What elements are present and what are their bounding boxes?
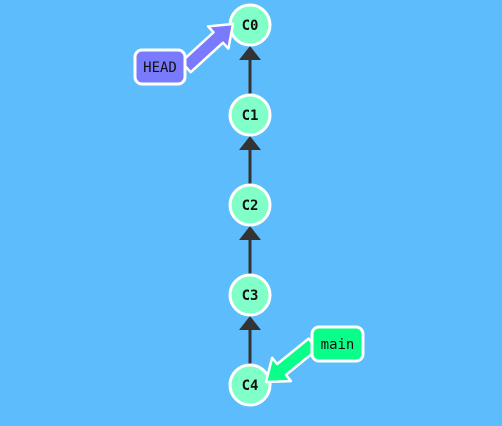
commit-node-c1[interactable]: C1 xyxy=(228,93,272,137)
ref-label-box xyxy=(310,325,365,363)
ref-label-text: main xyxy=(321,337,355,353)
commit-circle xyxy=(228,183,272,227)
commit-node-c2[interactable]: C2 xyxy=(228,183,272,227)
ref-label-main[interactable]: main xyxy=(310,325,365,363)
commit-label: C3 xyxy=(242,288,259,304)
edge-arrowhead xyxy=(239,46,261,60)
commit-circle xyxy=(228,363,272,407)
ref-label-box xyxy=(133,48,187,86)
commit-label: C2 xyxy=(242,198,259,214)
commit-node-c0[interactable]: C0 xyxy=(228,3,272,47)
ref-label-text: HEAD xyxy=(143,60,177,76)
commit-label: C4 xyxy=(242,378,259,394)
commit-node-c3[interactable]: C3 xyxy=(228,273,272,317)
refs-layer: HEAD main xyxy=(133,22,365,384)
commit-label: C0 xyxy=(242,18,259,34)
edge-arrowhead xyxy=(239,316,261,330)
ref-label-head[interactable]: HEAD xyxy=(133,48,187,86)
edge-arrowhead xyxy=(239,226,261,240)
commit-circle xyxy=(228,273,272,317)
edges-layer xyxy=(239,46,261,365)
ref-arrow-head xyxy=(180,22,235,74)
edge-arrowhead xyxy=(239,136,261,150)
commit-node-c4[interactable]: C4 xyxy=(228,363,272,407)
commit-circle xyxy=(228,93,272,137)
commit-label: C1 xyxy=(242,108,259,124)
